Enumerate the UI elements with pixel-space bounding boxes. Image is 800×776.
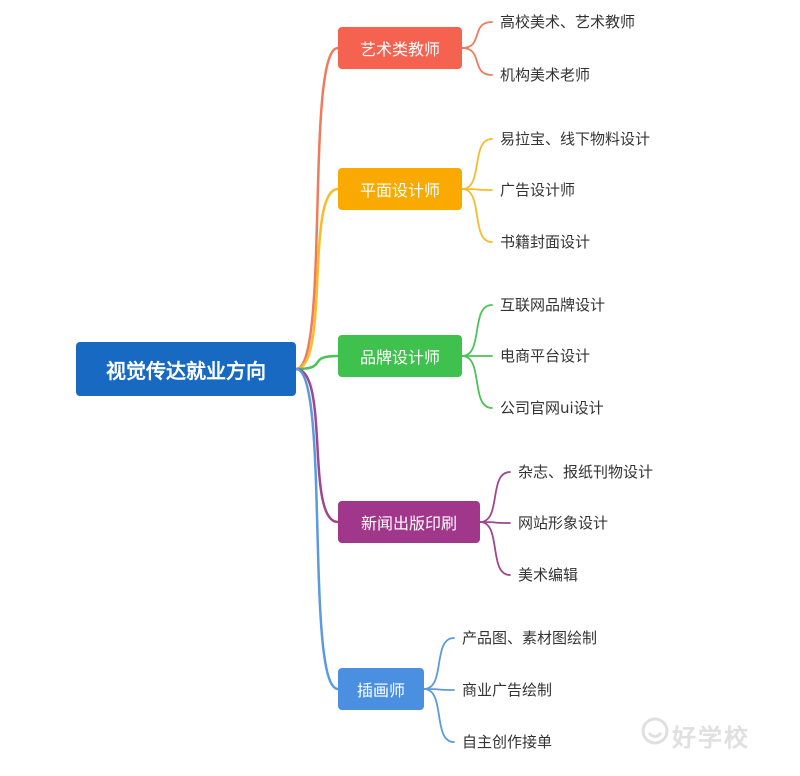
root-branch-connector — [294, 367, 340, 524]
watermark-logo-icon — [641, 717, 669, 745]
leaf-item[interactable]: 产品图、素材图绘制 — [462, 629, 598, 647]
branch-label: 艺术类教师 — [359, 40, 440, 59]
leaf-item[interactable]: 自主创作接单 — [462, 733, 553, 751]
leaf-item[interactable]: 广告设计师 — [500, 181, 576, 199]
branch-leaf-connector — [461, 304, 493, 357]
branch-leaf-connector — [479, 521, 511, 576]
root-branch-connector — [294, 187, 340, 371]
leaf-item[interactable]: 高校美术、艺术教师 — [500, 13, 636, 31]
branch-leaf-connector — [461, 188, 493, 243]
leaf-item[interactable]: 杂志、报纸刊物设计 — [518, 463, 654, 481]
root-label: 视觉传达就业方向 — [106, 358, 266, 383]
root-branch-connector — [294, 46, 340, 371]
branch-art-teacher[interactable]: 艺术类教师 — [338, 27, 462, 69]
leaf-item[interactable]: 公司官网ui设计 — [500, 399, 604, 417]
branch-leaf-connector — [423, 637, 455, 690]
branch-graphic-designer[interactable]: 平面设计师 — [338, 168, 462, 210]
root-node[interactable]: 视觉传达就业方向 — [76, 342, 296, 396]
leaf-item[interactable]: 网站形象设计 — [518, 514, 609, 532]
branch-leaf-connector — [461, 47, 493, 76]
branch-leaf-connector — [461, 355, 493, 409]
branch-leaf-connector — [461, 21, 493, 49]
leaf-item[interactable]: 商业广告绘制 — [462, 681, 553, 699]
branch-leaf-connector — [423, 688, 455, 743]
branch-brand-designer[interactable]: 品牌设计师 — [338, 335, 462, 377]
branch-label: 插画师 — [356, 681, 405, 700]
watermark-text: 好学校 — [672, 724, 750, 752]
branch-leaf-connector — [461, 138, 493, 190]
root-branch-connector — [294, 367, 340, 691]
branch-news-publishing[interactable]: 新闻出版印刷 — [338, 501, 480, 543]
branch-illustrator[interactable]: 插画师 — [338, 668, 424, 710]
branch-label: 新闻出版印刷 — [360, 514, 457, 533]
branch-label: 品牌设计师 — [359, 348, 440, 367]
root-branch-connector — [294, 354, 340, 371]
leaf-item[interactable]: 互联网品牌设计 — [500, 296, 606, 314]
branch-leaf-connector — [479, 471, 511, 523]
leaf-item[interactable]: 美术编辑 — [518, 566, 579, 584]
leaf-item[interactable]: 机构美术老师 — [500, 66, 591, 84]
branch-label: 平面设计师 — [359, 181, 440, 200]
leaf-item[interactable]: 书籍封面设计 — [500, 233, 591, 251]
leaf-item[interactable]: 电商平台设计 — [500, 347, 591, 365]
leaf-item[interactable]: 易拉宝、线下物料设计 — [500, 130, 651, 148]
